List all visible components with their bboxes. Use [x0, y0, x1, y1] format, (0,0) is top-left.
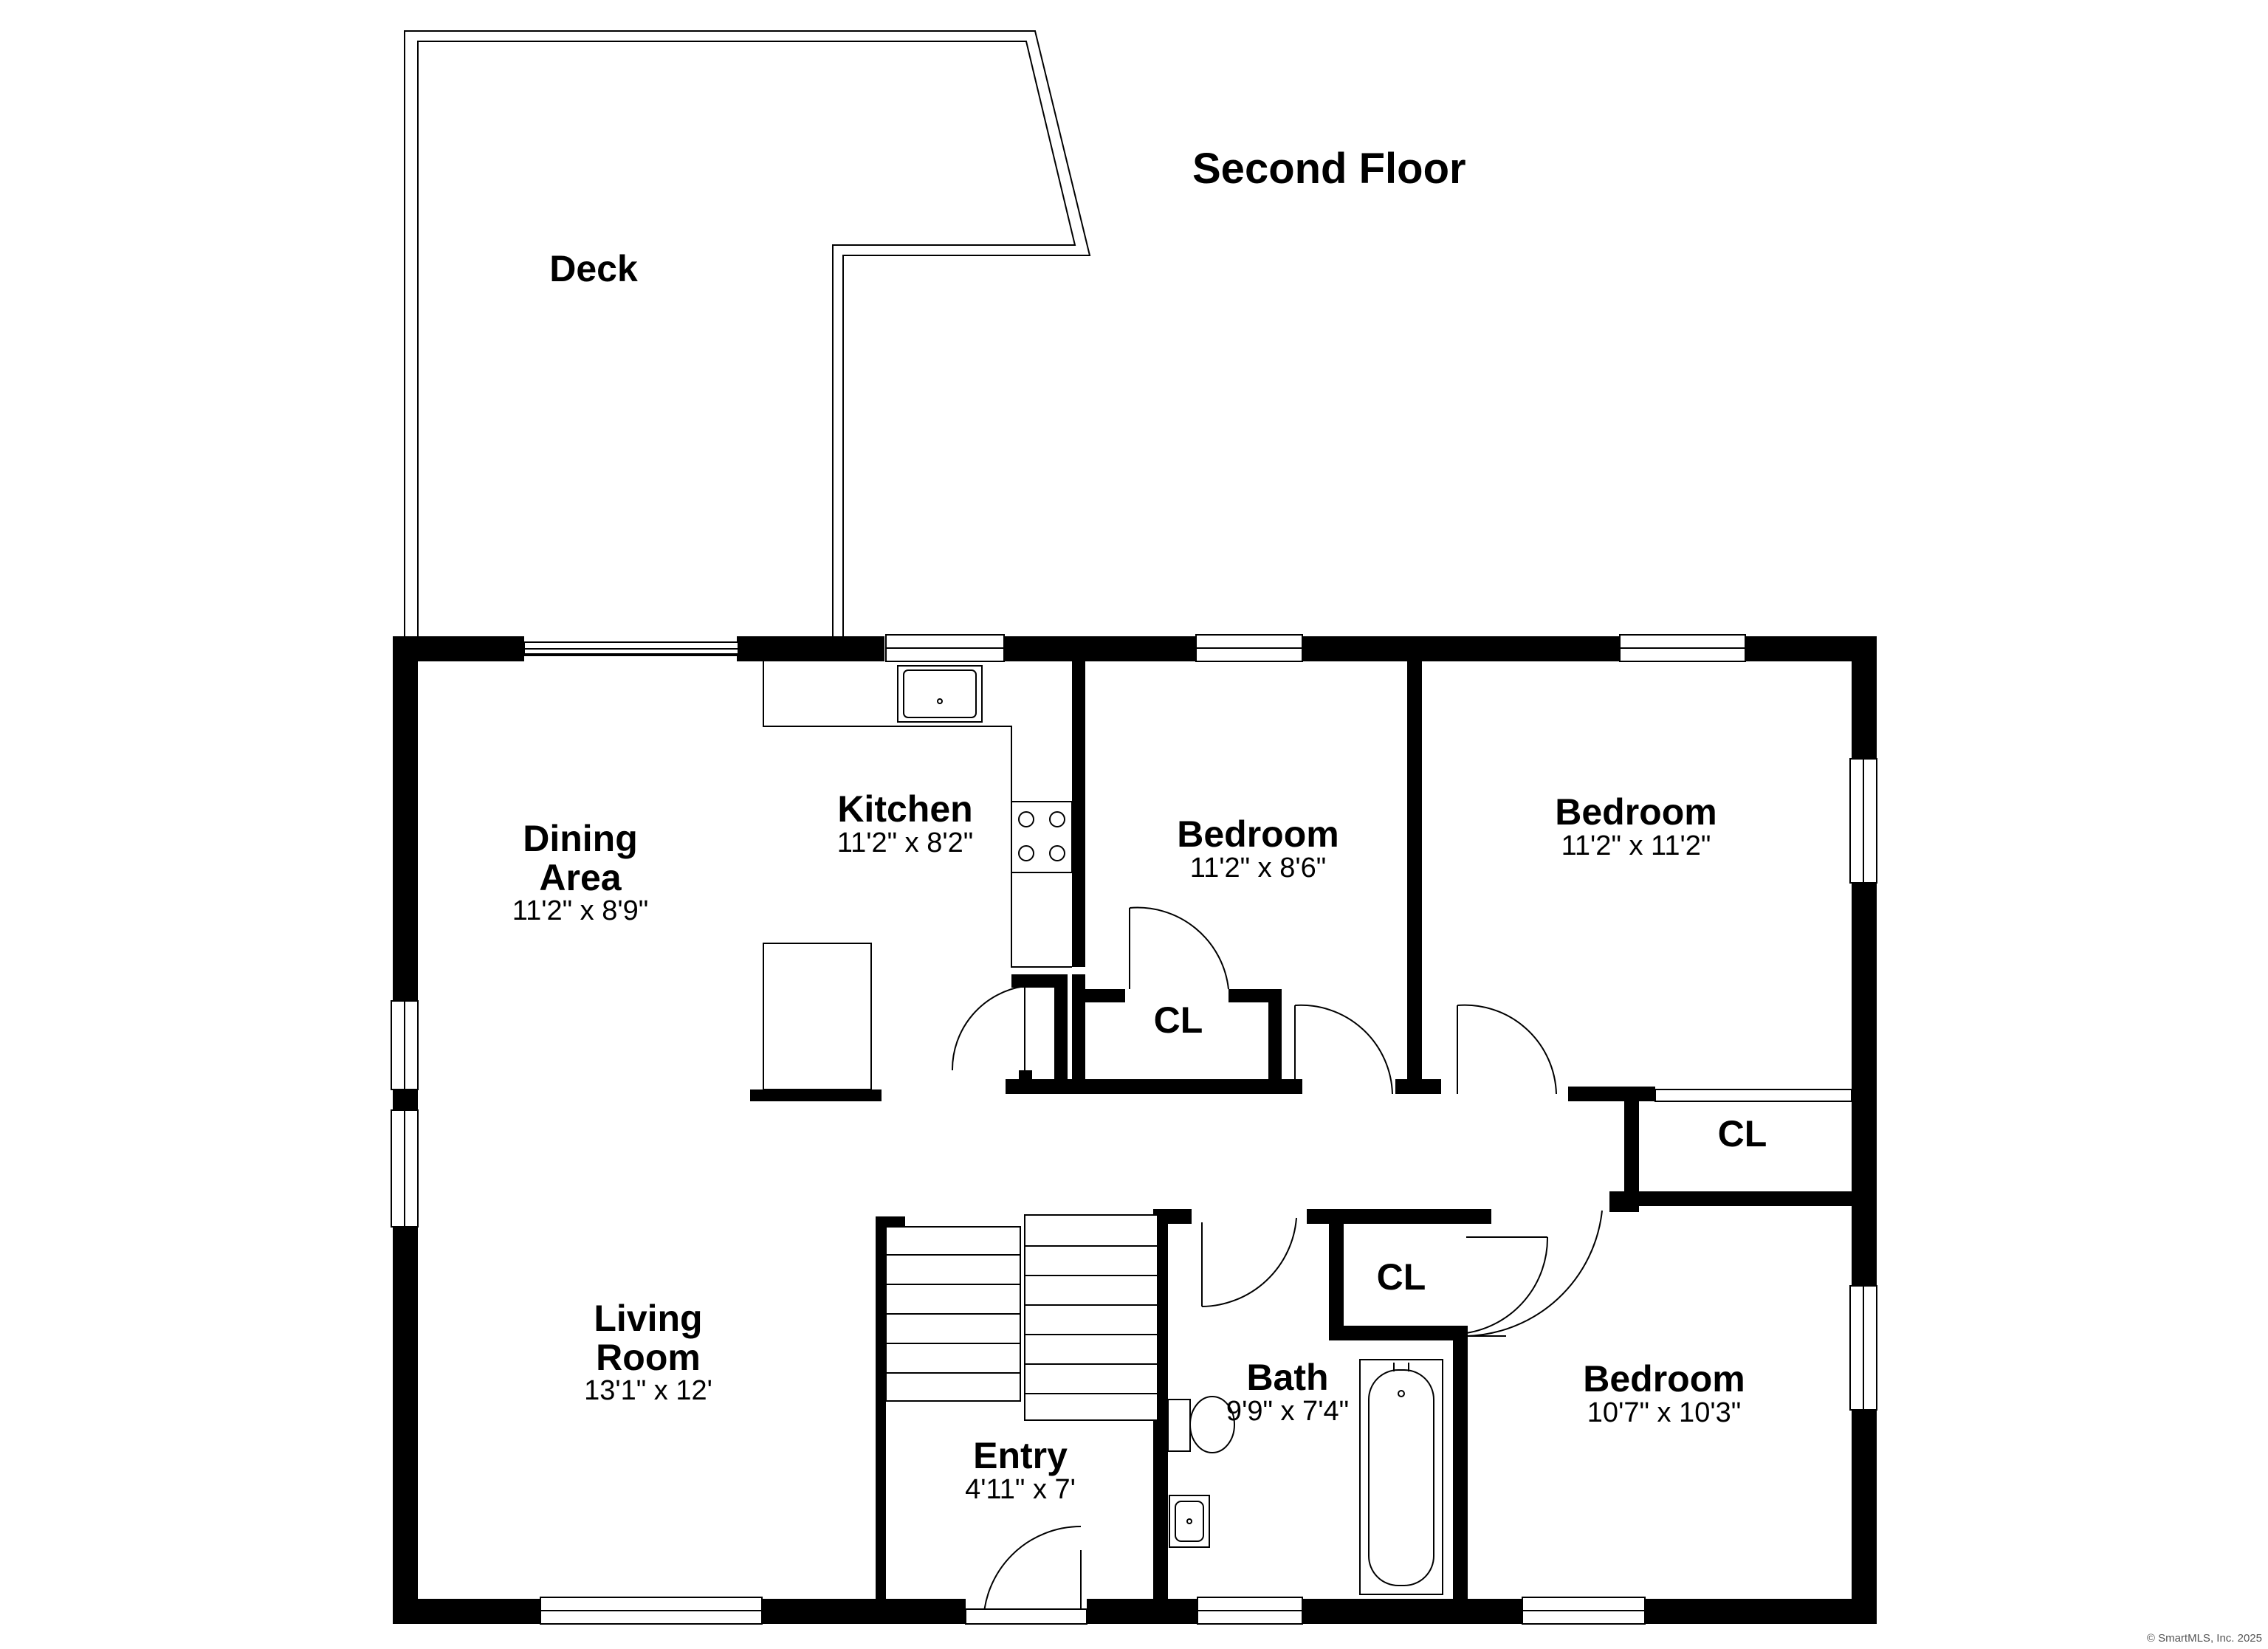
room-name: Area: [539, 856, 622, 898]
kitchen-fixtures: [763, 661, 1073, 1090]
room-name: Bedroom: [1583, 1358, 1745, 1400]
room-name: Deck: [549, 248, 638, 289]
room-name: CL: [1376, 1256, 1426, 1298]
floor-title: Second Floor: [1192, 145, 1466, 193]
room-dimensions: 13'1" x 12': [584, 1375, 712, 1406]
room-name: Living: [594, 1298, 703, 1339]
room-label-entry: Entry 4'11" x 7': [965, 1436, 1076, 1504]
room-dimensions: 11'2" x 11'2": [1561, 830, 1711, 861]
room-dimensions: 11'2" x 8'9": [512, 895, 649, 926]
exterior-walls: [393, 636, 1877, 1624]
room-dimensions: 4'11" x 7': [965, 1473, 1076, 1505]
room-name: Room: [596, 1336, 701, 1378]
room-label-closet-3: CL: [1377, 1258, 1426, 1297]
room-name: Bedroom: [1177, 813, 1339, 855]
stairs: [885, 1214, 1158, 1421]
room-label-closet-2: CL: [1718, 1115, 1767, 1154]
room-dimensions: 10'7" x 10'3": [1587, 1397, 1742, 1428]
room-label-bedroom-1: Bedroom 11'2" x 8'6": [1177, 815, 1339, 883]
room-name: Bath: [1246, 1357, 1329, 1398]
room-name: CL: [1717, 1113, 1767, 1154]
deck-outline: [404, 30, 1091, 641]
room-label-closet-1: CL: [1154, 1001, 1203, 1040]
room-label-dining: Dining Area 11'2" x 8'9": [512, 819, 648, 926]
room-label-deck: Deck: [549, 249, 638, 289]
room-name: Entry: [973, 1435, 1068, 1476]
interior-walls: [750, 661, 1877, 1624]
windows: [391, 634, 1877, 1625]
room-label-kitchen: Kitchen 11'2" x 8'2": [837, 790, 973, 858]
room-name: Dining: [523, 818, 638, 859]
room-name: Bedroom: [1555, 791, 1717, 833]
doors: [524, 653, 1603, 1625]
room-label-bath: Bath 9'9" x 7'4": [1226, 1358, 1349, 1426]
room-dimensions: 9'9" x 7'4": [1226, 1395, 1350, 1427]
room-dimensions: 11'2" x 8'6": [1189, 852, 1327, 884]
room-label-bedroom-3: Bedroom 10'7" x 10'3": [1583, 1360, 1745, 1428]
bath-fixtures: [1167, 1359, 1443, 1595]
room-label-living: Living Room 13'1" x 12': [584, 1299, 712, 1406]
room-name: Kitchen: [837, 788, 973, 830]
room-name: CL: [1153, 999, 1203, 1041]
copyright-credit: © SmartMLS, Inc. 2025: [2146, 1632, 2262, 1645]
room-label-bedroom-2: Bedroom 11'2" x 11'2": [1555, 793, 1717, 861]
room-dimensions: 11'2" x 8'2": [836, 827, 974, 858]
